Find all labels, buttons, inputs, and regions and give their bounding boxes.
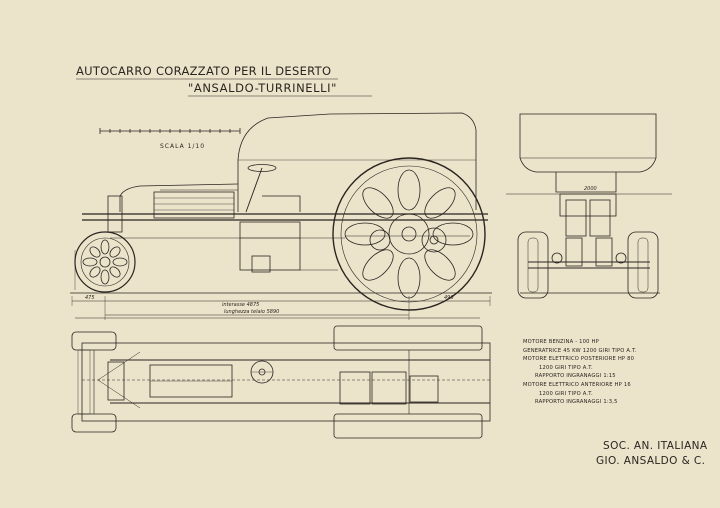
scale-label: SCALA 1/10 xyxy=(160,143,206,150)
drawing-subtitle: "ANSALDO-TURRINELLI" xyxy=(188,81,338,95)
spec-line: MOTORE BENZINA - 100 HP xyxy=(523,339,599,345)
spec-line: MOTORE ELETTRICO ANTERIORE HP 16 xyxy=(523,381,631,388)
drawing-title: AUTOCARRO CORAZZATO PER IL DESERTO xyxy=(76,64,332,78)
company-name: SOC. AN. ITALIANA xyxy=(603,440,708,452)
company-subname: GIO. ANSALDO & C. xyxy=(596,455,706,467)
spec-line: 1200 GIRI TIPO A.T. xyxy=(539,364,593,371)
rear-view xyxy=(506,113,672,299)
rear-overhang-dimension: 490 xyxy=(444,295,454,301)
side-view xyxy=(70,112,492,320)
spec-line: GENERATRICE 45 KW 1200 GIRI TIPO A.T. xyxy=(523,347,637,354)
spec-line: RAPPORTO INGRANAGGI 1:15 xyxy=(535,373,616,380)
spec-line: RAPPORTO INGRANAGGI 1:3,5 xyxy=(535,399,618,406)
frame-length-dimension: lunghezza telaio 5890 xyxy=(224,309,280,315)
wheelbase-dimension: interasse 4875 xyxy=(222,302,260,308)
front-overhang-dimension: 475 xyxy=(85,295,95,301)
spec-line: MOTORE ELETTRICO POSTERIORE HP 80 xyxy=(523,356,635,363)
specifications-list: MOTORE BENZINA - 100 HP GENERATRICE 45 K… xyxy=(523,338,637,407)
plan-view xyxy=(71,317,491,439)
scale-bar xyxy=(99,128,241,134)
rear-width-dimension: 2000 xyxy=(584,186,597,192)
spec-line: 1200 GIRI TIPO A.T. xyxy=(539,390,593,397)
